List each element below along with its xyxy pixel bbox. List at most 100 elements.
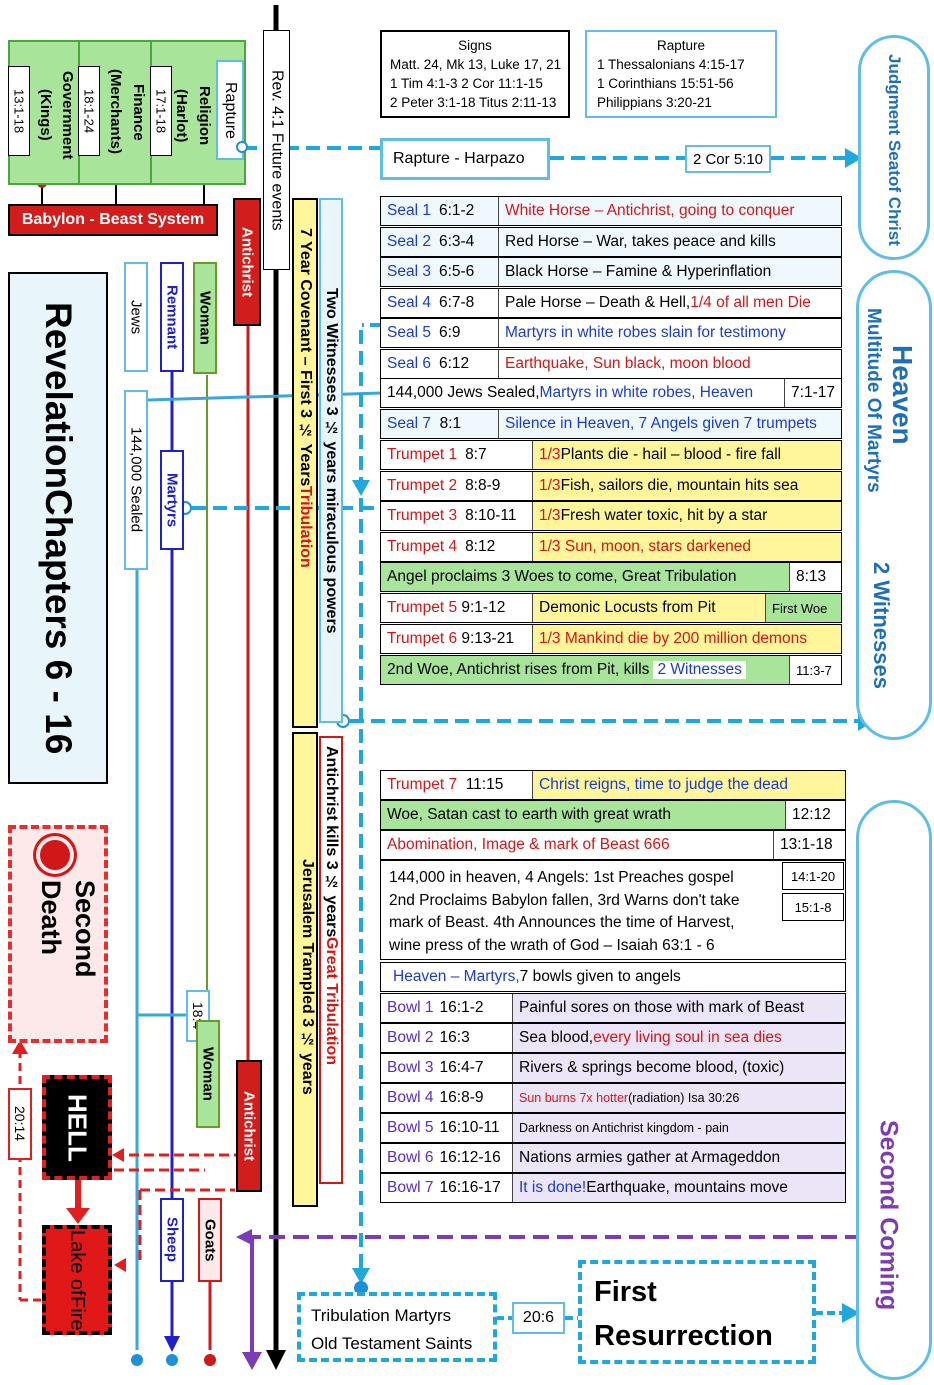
first-resurrection-box: First Resurrection <box>578 1260 816 1364</box>
woman-bottom-label: Woman <box>196 1020 220 1128</box>
woe-2-pre: 2nd Woe, Antichrist rises from Pit, kill… <box>387 661 650 678</box>
bowl-label: Bowl 5 <box>387 1119 434 1136</box>
trumpet-text-red: 1/3 <box>539 446 561 463</box>
multitude-label: Multitude Of Martyrs <box>863 307 884 493</box>
trumpet-5-text: Demonic Locusts from Pit <box>539 599 716 616</box>
religion-label: Religion (Harlot) <box>166 56 216 176</box>
judgment-line2: of Christ <box>885 175 904 246</box>
bowl-label-cell: Bowl 6 16:12-16 <box>381 1144 513 1172</box>
woman-top-label: Woman <box>193 262 217 374</box>
finance-ref: 18:1-24 <box>78 66 100 156</box>
bowl-label: Bowl 2 <box>387 1029 434 1046</box>
bowl-row: Bowl 6 16:12-16 Nations armies gather at A… <box>380 1143 846 1173</box>
signs-line: 1 Tim 4:1-3 2 Cor 11:1-15 <box>390 76 543 91</box>
burst-icon <box>40 840 70 870</box>
bowl-ref: 16:8-9 <box>439 1089 484 1106</box>
timeline-label: Rev. 4:1 Future events <box>263 30 290 270</box>
sealed-row: 144,000 Jews Sealed, Martyrs in white ro… <box>380 378 842 408</box>
seal-text: Martyrs in white robes slain for testimo… <box>499 319 792 347</box>
angel-ref: 8:13 <box>789 563 841 591</box>
seal-7-ref: 8:1 <box>439 415 462 432</box>
angel-text: Angel proclaims 3 Woes to come, Great Tr… <box>387 568 737 585</box>
tribulation-martyrs-box: Tribulation Martyrs Old Testament Saints <box>297 1292 497 1362</box>
mark-text: Abomination, Image & mark of Beast 666 <box>387 836 670 853</box>
trumpet-label: Trumpet 3 <box>387 507 458 524</box>
sealed-pre: 144,000 Jews Sealed, <box>387 384 540 401</box>
trumpet-label: Trumpet 2 <box>387 476 458 494</box>
bowl-ref: 16:1-2 <box>439 999 484 1016</box>
trumpet-text-red: 1/3 <box>539 476 561 494</box>
judgment-label: Judgment Seat of Christ <box>863 54 925 246</box>
bowl-label: Bowl 6 <box>387 1149 434 1166</box>
bowl-label-cell: Bowl 3 16:4-7 <box>381 1054 513 1082</box>
bowl-text-main: Nations armies gather at Armageddon <box>519 1149 781 1166</box>
heaven-bowls-row: Heaven – Martyrs, 7 bowls given to angel… <box>380 962 846 992</box>
trumpet-5-row: Trumpet 5 9:1-12 Demonic Locusts from Pi… <box>380 593 842 623</box>
title-line1: Revelation <box>38 301 79 489</box>
title-line2: Chapters 6 - 16 <box>38 488 79 755</box>
sealed-blue: Martyrs in white robes, Heaven <box>539 384 754 401</box>
bowl-text: Sun burns 7x hotter (radiation) Isa 30:2… <box>513 1084 745 1112</box>
woe-2-blue: 2 Witnesses <box>653 661 746 679</box>
second-death-label: Second Death <box>22 880 102 1030</box>
bowl-text: Rivers & springs become blood, (toxic) <box>513 1054 790 1082</box>
bowl-ref: 16:4-7 <box>439 1059 484 1076</box>
martyrs-line2: Old Testament Saints <box>311 1334 473 1353</box>
seal-label: Seal 5 <box>387 324 431 341</box>
seal-label: Seal 3 <box>387 263 431 280</box>
angels-line: mark of Beast. 4th Announces the time of… <box>389 914 735 931</box>
seal-7-text: Silence in Heaven, 7 Angels given 7 trum… <box>505 415 817 432</box>
religion-ref: 17:1-18 <box>150 66 172 156</box>
heaven-label: Heaven <box>887 345 918 445</box>
harpazo-box: Rapture - Harpazo <box>380 138 550 180</box>
rapture-refs-line: 1 Corinthians 15:51-56 <box>597 76 734 91</box>
seal-text-main: Martyrs in white robes slain for testimo… <box>505 324 786 341</box>
second-death-line1: Second <box>70 880 100 978</box>
government-line2: (Kings) <box>37 89 54 141</box>
seal-7-row: Seal 7 8:1 Silence in Heaven, 7 Angels g… <box>380 409 842 439</box>
mark-row: Abomination, Image & mark of Beast 666 1… <box>380 830 846 860</box>
seal-text-main: Red Horse – War, takes peace and kills <box>505 232 776 250</box>
covenant-text: 7 Year Covenant – First 3 ½ Years <box>297 228 314 487</box>
bowl-text-main: Rivers & springs become blood, (toxic) <box>519 1059 785 1076</box>
bowl-ref: 16:12-16 <box>439 1149 501 1166</box>
ref-2cor: 2 Cor 5:10 <box>685 145 771 173</box>
second-coming-cloud <box>856 800 932 1380</box>
trumpet-text-main: Plants die - hail – blood - fire fall <box>560 446 782 463</box>
government-label: Government (Kings) <box>30 50 78 180</box>
bowl-label: Bowl 3 <box>387 1059 434 1076</box>
trumpet-7-label: Trumpet 7 <box>387 776 458 793</box>
seal-label: Seal 2 <box>387 232 431 250</box>
finance-label: Finance (Merchants) <box>100 52 150 172</box>
first-woe: First Woe <box>765 594 841 622</box>
seal-ref: 6:5-6 <box>438 263 475 280</box>
bowl-text: It is done! Earthquake, mountains move <box>513 1174 794 1202</box>
seal-ref: 6:1-2 <box>438 202 475 219</box>
bowl-label: Bowl 7 <box>387 1179 434 1196</box>
trumpet-text-main: Fresh water toxic, hit by a star <box>560 507 768 524</box>
seal-text-red: 1/4 of all men Die <box>690 293 811 311</box>
seal-text-main: Black Horse – Famine & Hyperinflation <box>505 263 772 280</box>
bowl-text-main: Painful sores on those with mark of Beas… <box>519 999 805 1016</box>
government-line1: Government <box>59 70 76 160</box>
heaven-bowls-text: Heaven – Martyrs, 7 bowls given to angel… <box>381 963 687 991</box>
page-title: Revelation Chapters 6 - 16 <box>12 280 104 776</box>
hell-box: HELL <box>42 1075 112 1180</box>
sealed-text: 144,000 Jews Sealed, Martyrs in white ro… <box>381 379 784 407</box>
sealed-ref: 7:1-17 <box>784 379 841 407</box>
trumpet-text-red: 1/3 <box>539 507 561 524</box>
religion-line2: (Harlot) <box>173 89 190 143</box>
trumpet-6-label: Trumpet 6 <box>387 630 458 647</box>
finance-line1: Finance <box>130 83 147 141</box>
covenant-red: Tribulation <box>297 486 314 569</box>
second-death-line2: Death <box>36 880 66 956</box>
seal-text-main: White Horse – Antichrist, going to conqu… <box>505 202 795 219</box>
sheep-label: Sheep <box>160 1198 184 1282</box>
angel-row: Angel proclaims 3 Woes to come, Great Tr… <box>380 562 842 592</box>
